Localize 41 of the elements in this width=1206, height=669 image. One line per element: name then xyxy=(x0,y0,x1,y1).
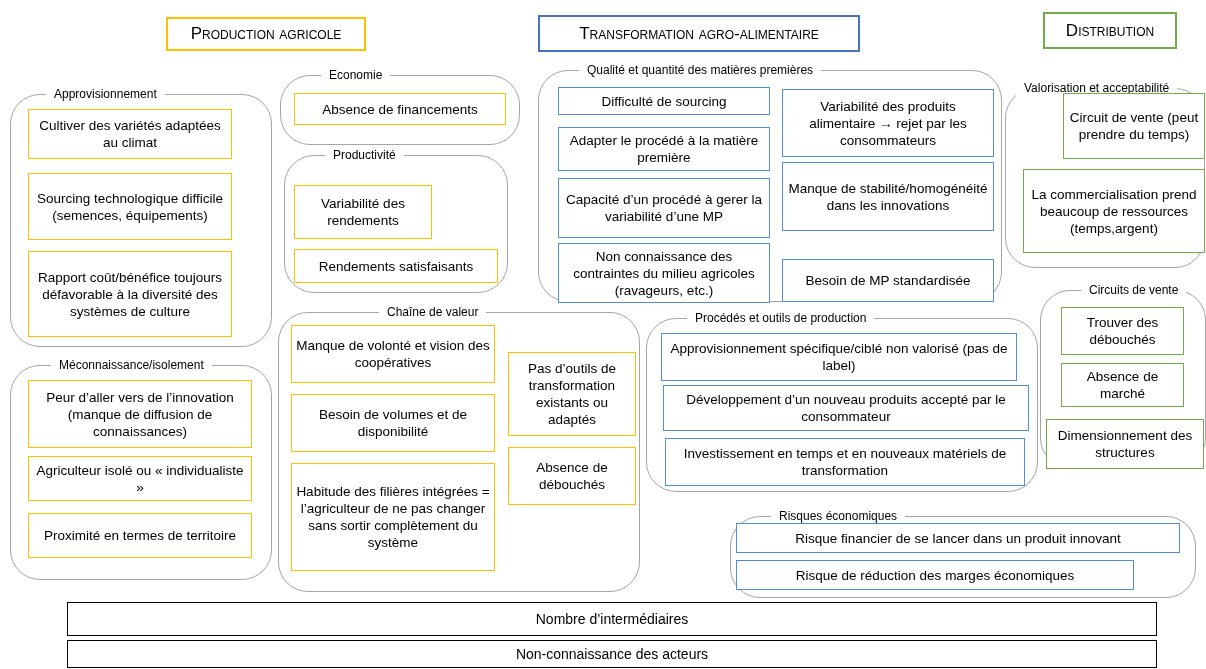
issue-box: Risque financier de se lancer dans un produit innovant xyxy=(736,523,1180,553)
issue-box: Besoin de volumes et de disponibilité xyxy=(291,394,495,452)
issue-box: Rendements satisfaisants xyxy=(294,249,498,283)
group-title: Procédés et outils de production xyxy=(687,310,875,326)
issue-box: La commercialisation prend beaucoup de ressources (temps,argent) xyxy=(1023,169,1205,253)
issue-box: Manque de stabilité/homogénéité dans les innovations xyxy=(782,162,994,231)
issue-box: Besoin de MP standardisée xyxy=(782,259,994,302)
issue-bar: Non-connaissance des acteurs xyxy=(67,640,1157,668)
issue-box: Adapter le procédé à la matière première xyxy=(558,127,770,171)
issue-box: Trouver des débouchés xyxy=(1061,307,1184,355)
issue-box: Risque de réduction des marges économiques xyxy=(736,560,1134,590)
category-header: Production agricole xyxy=(166,17,366,51)
issue-box: Variabilité des produits alimentaire → rejet par les consommateurs xyxy=(782,89,994,157)
issue-box: Développement d’un nouveau produits accepté par le consommateur xyxy=(663,385,1029,431)
issue-box: Manque de volonté et vision des coopératives xyxy=(291,325,495,383)
issue-box: Pas d’outils de transformation existants ou adaptés xyxy=(508,352,636,436)
issue-box: Dimensionnement des structures xyxy=(1046,419,1204,469)
issue-box: Absence de débouchés xyxy=(508,447,636,505)
issue-box: Sourcing technologique difficile (semences, équipements) xyxy=(28,173,232,240)
issue-box: Absence de marché xyxy=(1061,363,1184,407)
category-header: Transformation agro-alimentaire xyxy=(538,15,860,52)
group-title: Risques économiques xyxy=(771,508,906,524)
issue-box: Difficulté de sourcing xyxy=(558,87,770,115)
issue-box: Habitude des filières intégrées = l’agriculteur de ne pas changer sans sortir complètement du système xyxy=(291,463,495,571)
issue-box: Approvisionnement spécifique/ciblé non valorisé (pas de label) xyxy=(661,333,1017,381)
issue-box: Agriculteur isolé ou « individualiste » xyxy=(28,456,252,501)
issue-box: Absence de financements xyxy=(294,93,506,125)
issue-box: Variabilité des rendements xyxy=(294,185,432,239)
issue-box: Cultiver des variétés adaptées au climat xyxy=(28,109,232,159)
issue-box: Capacité d’un procédé à gerer la variabilité d’une MP xyxy=(558,178,770,238)
group-title: Qualité et quantité des matières premières xyxy=(579,62,822,78)
issue-box: Circuit de vente (peut prendre du temps) xyxy=(1063,93,1205,159)
issue-bar: Nombre d’intermédiaires xyxy=(67,602,1157,636)
issue-box: Non connaissance des contraintes du milieu agricoles (ravageurs, etc.) xyxy=(558,243,770,303)
issue-box: Rapport coût/bénéfice toujours défavorable à la diversité des systèmes de culture xyxy=(28,251,232,337)
issue-box: Peur d’aller vers de l’innovation (manque de diffusion de connaissances) xyxy=(28,380,252,448)
issue-box: Proximité en termes de territoire xyxy=(28,513,252,558)
group-title: Valorisation et acceptabilité xyxy=(1016,80,1178,96)
category-header: Distribution xyxy=(1043,12,1177,49)
issue-box: Investissement en temps et en nouveaux matériels de transformation xyxy=(665,438,1025,486)
group-title: Approvisionnement xyxy=(46,86,165,102)
